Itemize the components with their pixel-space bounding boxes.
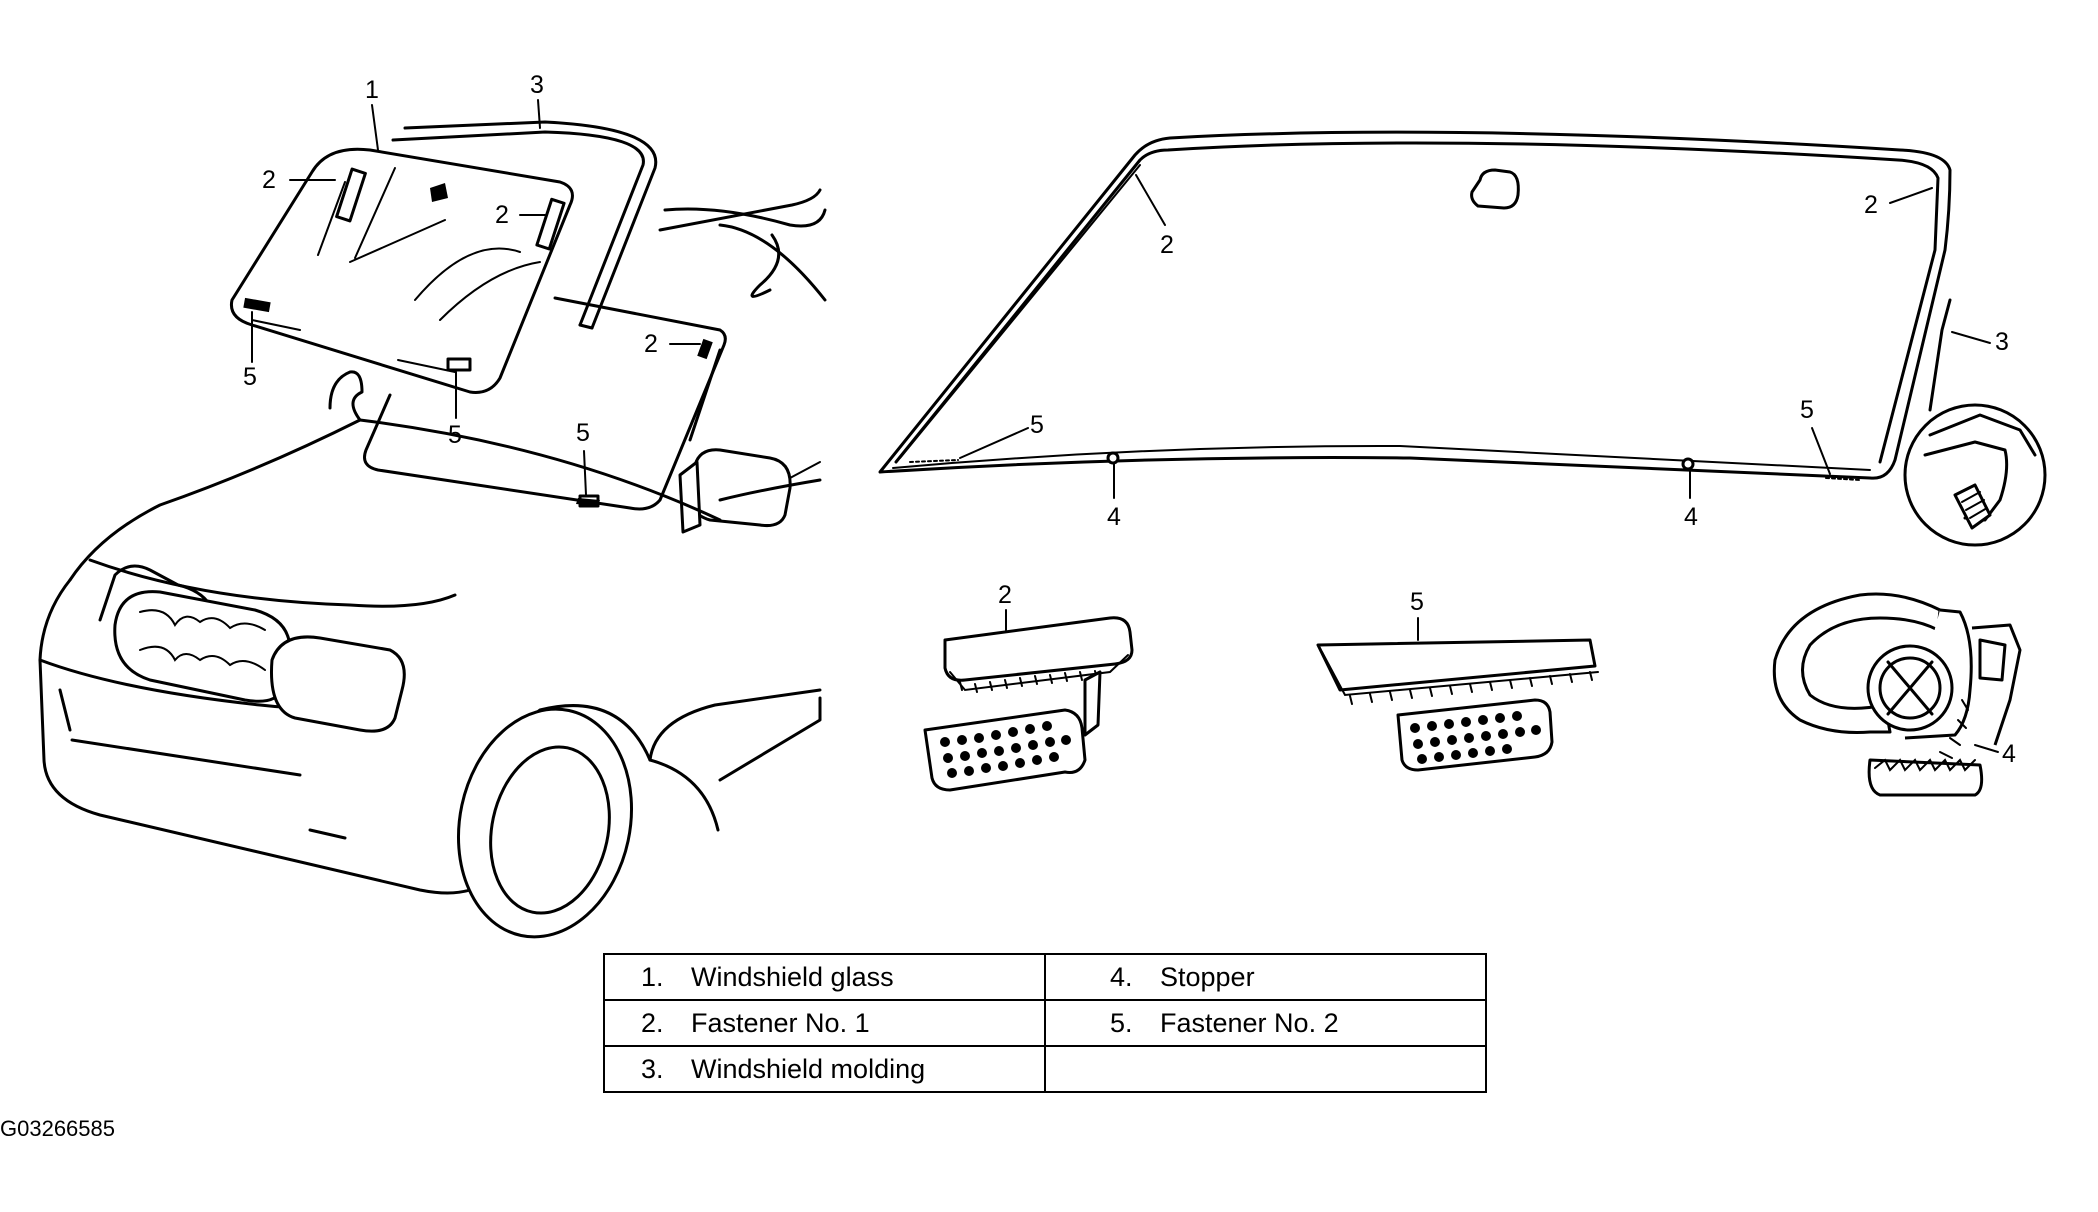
callout-2: 2	[644, 330, 658, 358]
callout-3: 3	[530, 71, 544, 99]
legend-label: Windshield molding	[691, 1053, 926, 1084]
parts-legend-table: 1. Windshield glass 4. Stopper 2. Fastener …	[603, 953, 1487, 1093]
vehicle-callouts: 1 3 2 2 5 5 2 5	[243, 71, 701, 496]
legend-number: 3.	[641, 1053, 664, 1084]
callout-5: 5	[1800, 396, 1814, 424]
windshield-glass-view	[878, 130, 2047, 547]
callout-2: 2	[1864, 191, 1878, 219]
callout-2: 2	[495, 201, 509, 229]
legend-row: 2. Fastener No. 1 5. Fastener No. 2	[603, 999, 1487, 1047]
legend-row: 1. Windshield glass 4. Stopper	[603, 953, 1487, 1001]
legend-cell-empty	[1044, 1045, 1487, 1093]
callout-4: 4	[1684, 503, 1698, 531]
legend-label: Stopper	[1160, 961, 1255, 992]
callout-4: 4	[2002, 740, 2016, 768]
fastener-no2-detail: 5	[1316, 588, 1599, 772]
document-id: G03266585	[0, 1116, 115, 1141]
legend-number: 5.	[1110, 1007, 1133, 1038]
legend-cell: 5. Fastener No. 2	[1044, 999, 1487, 1047]
legend-number: 4.	[1110, 961, 1133, 992]
legend-cell: 2. Fastener No. 1	[603, 999, 1046, 1047]
callout-2: 2	[262, 166, 276, 194]
legend-label: Fastener No. 2	[1160, 1007, 1339, 1038]
legend-label: Windshield glass	[691, 961, 894, 992]
callout-1: 1	[365, 76, 379, 104]
vehicle-illustration	[38, 120, 827, 939]
legend-number: 1.	[641, 961, 664, 992]
callout-4: 4	[1107, 503, 1121, 531]
stopper-detail: 4	[1772, 592, 2022, 797]
callout-5: 5	[1410, 588, 1424, 616]
callout-5: 5	[243, 363, 257, 391]
legend-cell: 3. Windshield molding	[603, 1045, 1046, 1093]
legend-row: 3. Windshield molding	[603, 1045, 1487, 1093]
legend-number: 2.	[641, 1007, 664, 1038]
legend-cell: 1. Windshield glass	[603, 953, 1046, 1001]
callout-5: 5	[576, 419, 590, 447]
legend-cell: 4. Stopper	[1044, 953, 1487, 1001]
callout-2: 2	[1160, 231, 1174, 259]
legend-label: Fastener No. 1	[691, 1007, 870, 1038]
glass-callouts: 2 2 3 5 5 4 4	[959, 174, 2009, 531]
callout-5: 5	[1030, 411, 1044, 439]
fastener-no1-detail: 2	[923, 581, 1134, 792]
callout-2: 2	[998, 581, 1012, 609]
callout-3: 3	[1995, 328, 2009, 356]
callout-5: 5	[448, 421, 462, 449]
